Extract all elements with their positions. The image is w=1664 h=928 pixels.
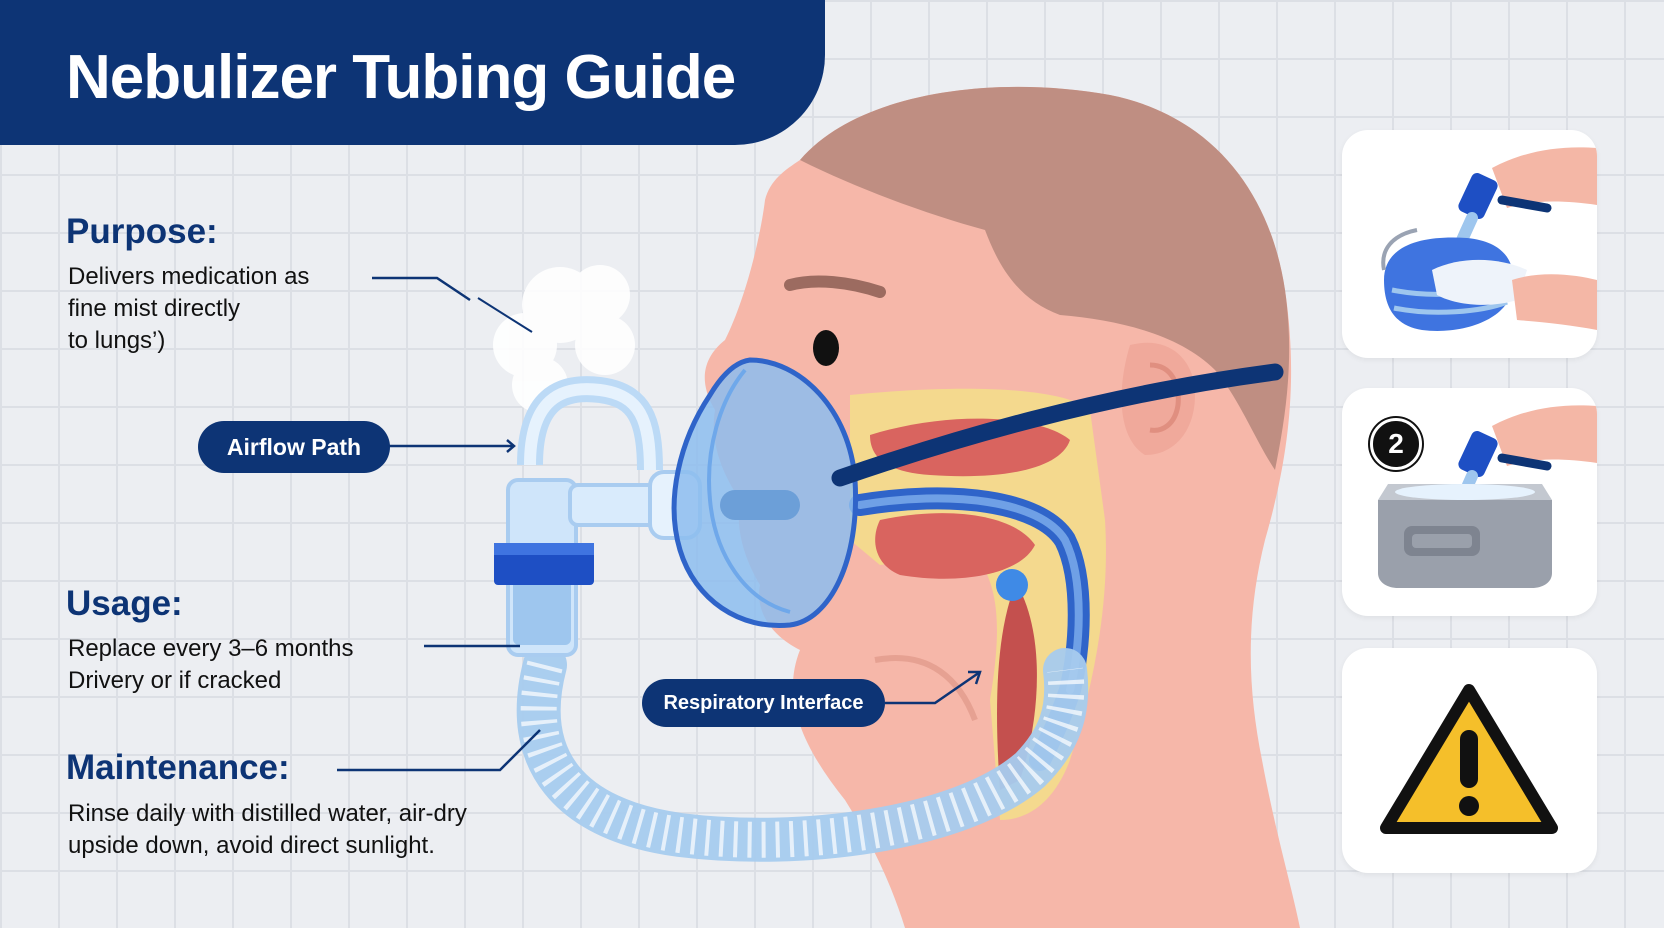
nebulizer-cup (494, 376, 702, 657)
step-card-rinse (1342, 130, 1597, 358)
usage-line: Replace every 3–6 months (68, 635, 354, 662)
usage-line: Drivery or if cracked (68, 667, 282, 694)
face-mask (671, 357, 859, 629)
purpose-text: Delivers medication as fine mist directl… (68, 261, 309, 357)
maintenance-line: Rinse daily with distilled water, air-dr… (68, 800, 467, 827)
page-title: Nebulizer Tubing Guide (66, 43, 736, 112)
warning-icon (1380, 684, 1558, 834)
step-card-warning (1342, 648, 1597, 873)
step-2-badge: 2 (1370, 418, 1422, 470)
maintenance-heading: Maintenance: (66, 748, 290, 787)
respiratory-interface-label: Respiratory Interface (642, 679, 885, 727)
maintenance-text: Rinse daily with distilled water, air-dr… (68, 798, 467, 862)
usage-text: Replace every 3–6 months Drivery or if c… (68, 633, 354, 697)
soaking-basin-icon (1378, 405, 1597, 588)
title-banner: Nebulizer Tubing Guide (0, 0, 825, 145)
purpose-heading: Purpose: (66, 212, 218, 251)
usage-heading: Usage: (66, 584, 183, 623)
purpose-line: fine mist directly (68, 295, 241, 322)
mist-cloud (493, 265, 635, 413)
maintenance-line: upside down, avoid direct sunlight. (68, 832, 435, 859)
purpose-line: Delivers medication as (68, 263, 310, 290)
cleaning-mask-icon (1381, 147, 1597, 331)
step-2-badge-number: 2 (1388, 428, 1404, 459)
airflow-path-label: Airflow Path (198, 421, 390, 473)
mask-strap (831, 363, 1284, 487)
purpose-line: to lungs’) (68, 327, 166, 354)
leader-lines (337, 276, 982, 772)
corrugated-tubing (516, 643, 1089, 862)
